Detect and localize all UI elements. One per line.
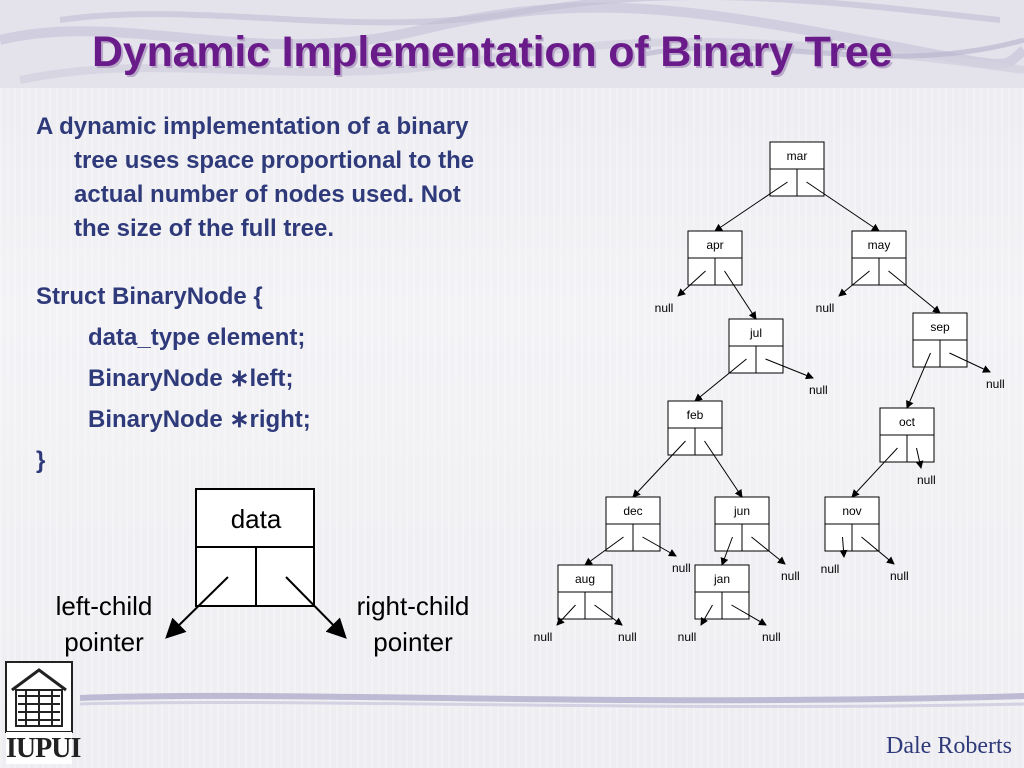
null-label-jun-right: null [781, 569, 800, 583]
slide-title: Dynamic Implementation of Binary Tree [92, 28, 893, 76]
tree-node-label-mar: mar [787, 149, 808, 163]
iupui-logo [5, 661, 73, 764]
tree-edge-aug-left [556, 604, 576, 626]
null-label-dec-right: null [672, 561, 691, 575]
footer-stripe [79, 692, 1024, 709]
struct-definition: Struct BinaryNode { data_type element; B… [36, 276, 486, 481]
left-child-label-line2: pointer [64, 627, 144, 657]
null-label-jan-right: null [762, 630, 781, 644]
tree-edge-jun-right [751, 536, 786, 565]
null-label-jul-right: null [809, 383, 828, 397]
tree-edge-oct-left [851, 447, 898, 498]
null-label-apr-left: null [655, 301, 674, 315]
tree-node-label-jun: jun [733, 504, 750, 518]
null-label-aug-left: null [534, 630, 553, 644]
null-label-nov-right: null [890, 569, 909, 583]
node-data-label: data [231, 504, 282, 534]
left-child-label-line1: left-child [56, 591, 153, 621]
tree-edge-may-left [838, 270, 870, 297]
intro-paragraph: A dynamic implementation of a binary tre… [36, 113, 475, 242]
tree-node-label-jan: jan [713, 572, 730, 586]
tree-edge-sep-right [949, 352, 991, 373]
tree-edge-aug-right [594, 604, 623, 626]
tree-edge-nov-right [861, 536, 895, 565]
right-child-label-line2: pointer [373, 627, 453, 657]
tree-node-label-feb: feb [687, 408, 704, 422]
tree-edge-jul-left [694, 358, 747, 402]
right-child-label-line1: right-child [357, 591, 470, 621]
null-label-oct-right: null [917, 473, 936, 487]
struct-field-right: BinaryNode ∗right; [88, 406, 311, 433]
struct-field-left: BinaryNode ∗left; [88, 365, 294, 392]
tree-edge-jun-left [720, 536, 733, 566]
tree-node-label-may: may [868, 238, 891, 252]
slide-body: A dynamic implementation of a binary tre… [36, 110, 486, 481]
tree-node-label-nov: nov [842, 504, 861, 518]
iupui-logo-text: IUPUI [6, 733, 81, 764]
tree-edge-feb-left [632, 440, 686, 498]
struct-field-element: data_type element; [88, 324, 306, 351]
tree-edge-dec-right [642, 536, 677, 557]
null-label-aug-right: null [618, 630, 637, 644]
tree-edge-mar-left [714, 181, 788, 232]
struct-open-line: Struct BinaryNode { [36, 283, 263, 310]
tree-edge-jan-left [700, 604, 713, 626]
null-label-jan-left: null [678, 630, 697, 644]
tree-edge-mar-right [806, 181, 880, 232]
null-label-may-left: null [816, 301, 835, 315]
left-pointer-arrow [165, 576, 229, 639]
tree-node-label-oct: oct [899, 415, 916, 429]
null-label-sep-right: null [986, 377, 1005, 391]
tree-edge-oct-right [915, 447, 924, 469]
tree-node-label-apr: apr [706, 238, 723, 252]
author-name: Dale Roberts [886, 733, 1012, 759]
header-decoration [0, 0, 1024, 88]
tree-edge-apr-left [677, 270, 706, 297]
tree-node-label-dec: dec [623, 504, 642, 518]
tree-edge-nov-left [839, 536, 848, 558]
tree-edge-may-right [888, 270, 941, 314]
tree-node-label-sep: sep [930, 320, 950, 334]
tree-edge-apr-right [724, 270, 757, 320]
tree-edge-dec-left [584, 536, 624, 566]
tree-edge-feb-right [704, 440, 743, 498]
tree-edge-jan-right [731, 604, 767, 626]
tree-node-label-aug: aug [575, 572, 595, 586]
tree-node-label-jul: jul [749, 326, 762, 340]
null-label-nov-left: null [821, 562, 840, 576]
tree-edge-jul-right [765, 358, 814, 380]
right-pointer-arrow [285, 576, 347, 639]
struct-close-line: } [36, 447, 46, 474]
tree-edge-sep-left [906, 352, 931, 409]
